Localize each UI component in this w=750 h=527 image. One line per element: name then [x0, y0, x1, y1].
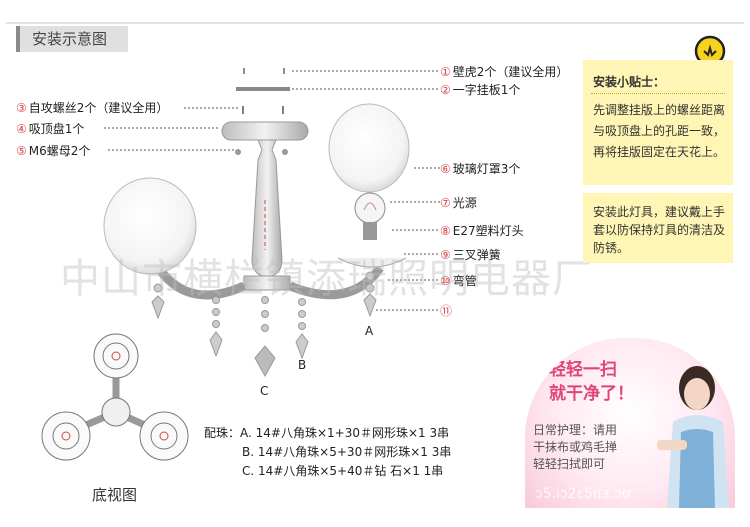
arm-left — [156, 267, 246, 300]
glass-shade-left — [103, 177, 197, 275]
crystal-strand-a — [363, 271, 377, 318]
glass-shade-right — [328, 103, 410, 193]
bottom-view-caption: 底视图 — [92, 486, 138, 504]
header-tab: 安装示意图 — [16, 26, 128, 52]
bead-spec-line-c: C. 14#八角珠×5+40＃钻 石×1 1串 — [242, 464, 444, 478]
tips-divider — [591, 93, 725, 94]
pendant-label-b: B — [298, 358, 307, 372]
m6-nut-left — [235, 149, 241, 155]
tips-body: 先调整挂版上的螺丝距离与吸顶盘上的孔距一致，再将挂版固定在天花上。 — [593, 103, 726, 159]
install-tips-box: 安装小贴士： 先调整挂版上的螺丝距离与吸顶盘上的孔距一致，再将挂版固定在天花上。 — [583, 60, 733, 185]
crystal-strand-c — [254, 296, 276, 378]
hub — [243, 275, 291, 291]
page-title: 安装示意图 — [32, 30, 108, 48]
crystal-strand-b1 — [209, 296, 223, 358]
promo-footer: ɔ5.ıɔ2ɛ5ıɪɜ.ɔɑ — [535, 486, 631, 502]
bead-spec-line-a: 配珠：A. 14#八角珠×1+30＃网形珠×1 3串 — [204, 426, 450, 440]
m6-nut-right — [282, 149, 288, 155]
screws — [242, 106, 284, 114]
light-bulb — [354, 192, 386, 240]
leader-lines — [104, 70, 440, 311]
bead-spec: 配珠：A. 14#八角珠×1+30＃网形珠×1 3串 B. 14#八角珠×5+3… — [204, 424, 451, 481]
wall-anchors — [243, 68, 285, 74]
crystal-strand-left — [151, 283, 165, 320]
promo-card: 轻轻一扫 就干净了！ 日常护理：请用 干抹布或鸡毛掸 轻轻扫拭即可 ɔ5.ıɔ2… — [525, 338, 735, 508]
woman-cleaning-illustration — [657, 366, 729, 508]
care-promo: 轻轻一扫 就干净了！ 日常护理：请用 干抹布或鸡毛掸 轻轻扫拭即可 ɔ5.ıɔ2… — [525, 338, 735, 508]
mounting-plate — [236, 87, 290, 91]
section-header: 安装示意图 — [0, 0, 750, 52]
crystal-strand-b2 — [295, 298, 309, 360]
ceiling-canopy — [221, 121, 309, 141]
tips-body-2: 安装此灯具，建议戴上手套以防保持灯具的清洁及防锈。 — [593, 205, 726, 255]
promo-body: 日常护理：请用 干抹布或鸡毛掸 轻轻扫拭即可 — [533, 423, 618, 471]
label-item-11: ⑪ — [440, 304, 453, 318]
bead-spec-line-b: B. 14#八角珠×5+30＃网形珠×1 3串 — [242, 445, 452, 459]
header-rule — [6, 22, 744, 24]
promo-headline: 轻轻一扫 就干净了！ — [549, 360, 634, 404]
pendant-label-a: A — [365, 324, 374, 338]
watermark: 中山市横栏镇添瑞照明电器厂 — [60, 256, 593, 302]
pendant-label-c: C — [260, 384, 269, 398]
install-tips-box-2: 安装此灯具，建议戴上手套以防保持灯具的清洁及防锈。 — [583, 193, 733, 263]
bottom-view-diagram — [41, 333, 189, 461]
spring-cup — [337, 257, 407, 268]
tips-title: 安装小贴士： — [593, 75, 666, 89]
